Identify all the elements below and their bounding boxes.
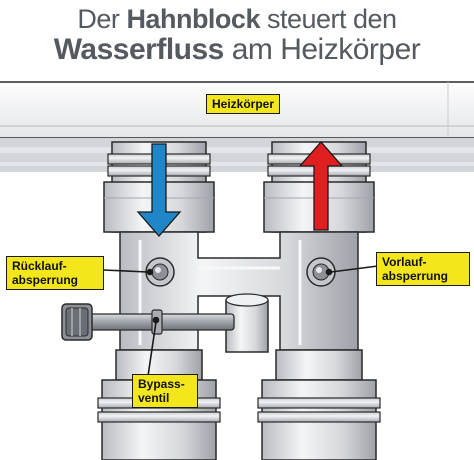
supply-shutoff-screw (306, 257, 336, 287)
title-suffix-2: am Heizkörper (223, 33, 421, 66)
supply-valve-label: Vorlauf- absperrung (376, 252, 470, 286)
supply-connector-bottom (257, 349, 381, 460)
title-keyword: Hahnblock (126, 4, 260, 34)
title-keyword-2: Wasserfluss (53, 33, 225, 66)
return-valve-label: Rücklauf- absperrung (6, 256, 104, 290)
supply-flow-arrow (298, 141, 344, 231)
diagram-title: Der Hahnblock steuert den Wasserfluss am… (0, 2, 474, 65)
bypass-housing (225, 293, 269, 353)
return-shutoff-screw (145, 257, 175, 287)
label-pointers (102, 265, 379, 377)
bypass-valve-stem (61, 303, 235, 341)
title-line-2: Wasserfluss am Heizkörper (0, 35, 474, 65)
title-prefix: Der (77, 4, 127, 34)
title-suffix: steuert den (259, 4, 397, 34)
bypass-valve-label: Bypass- ventil (132, 374, 198, 408)
radiator-label: Heizkörper (206, 94, 280, 114)
return-flow-arrow (136, 143, 182, 237)
radiator (0, 81, 474, 172)
title-line-1: Der Hahnblock steuert den (0, 6, 474, 33)
